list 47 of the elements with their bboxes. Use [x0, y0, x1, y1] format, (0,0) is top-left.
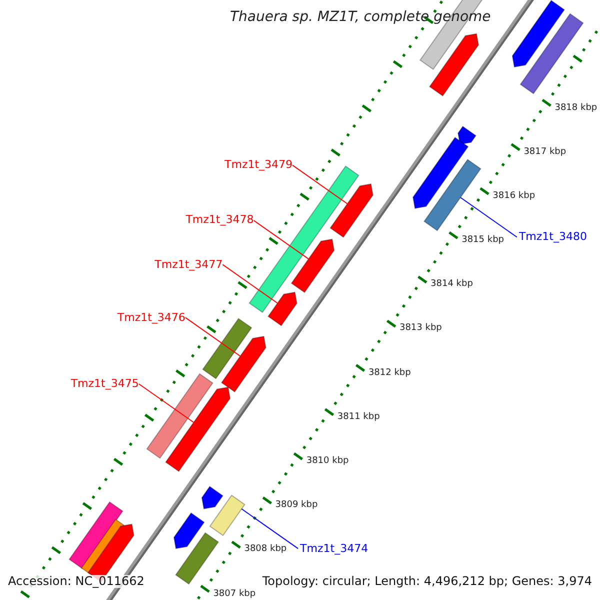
accession-text: Accession: NC_011662 [8, 575, 144, 588]
scale-label: 3811 kbp [337, 412, 380, 423]
genome-info: Topology: circular; Length: 4,496,212 bp; Genes: 3,974 [262, 575, 592, 588]
scale-label: 3812 kbp [368, 368, 411, 379]
gene-bar [165, 386, 231, 472]
scale-label: 3807 kbp [213, 590, 256, 600]
gene-bar [201, 486, 224, 510]
gene-label: Tmz1t_3478 [186, 214, 254, 226]
scale-label: 3810 kbp [306, 457, 349, 467]
leader-line [253, 220, 310, 260]
leader-line [222, 264, 278, 304]
gene-bar [412, 136, 469, 209]
scale-label: 3813 kbp [399, 324, 442, 334]
scale-label: 3815 kbp [462, 236, 504, 246]
gene-label: Tmz1t_3474 [300, 542, 368, 555]
gene-bar [202, 318, 252, 380]
scale-label: 3816 kbp [492, 192, 536, 202]
gene-label: Tmz1t_3480 [518, 231, 587, 244]
gene-bar [512, 0, 566, 68]
gene-label: Tmz1t_3476 [117, 312, 186, 324]
scale-label: 3817 kbp [524, 148, 566, 158]
gene-bar [423, 158, 482, 232]
leader-line [460, 196, 518, 238]
scale-label: 3809 kbp [275, 501, 318, 512]
scale-label: 3818 kbp [554, 104, 598, 114]
gene-bar [209, 494, 246, 536]
map-title: Thauera sp. MZ1T, complete genome [230, 10, 491, 26]
leader-line [184, 317, 241, 357]
gene-bar [175, 532, 220, 585]
gene-bar [330, 183, 374, 238]
gene-label: Tmz1t_3475 [70, 378, 139, 390]
gene-bar [220, 336, 266, 393]
gene-bar [428, 33, 479, 97]
scale-label: 3808 kbp [244, 545, 287, 556]
gene-bar [146, 373, 214, 459]
leader-line [241, 508, 299, 550]
gene-bar [520, 13, 584, 94]
gene-bar [68, 501, 124, 570]
leader-line [138, 383, 194, 423]
gene-label: Tmz1t_3477 [154, 258, 223, 271]
gene-bar [290, 238, 335, 294]
gene-bar [458, 126, 477, 145]
scale-label: 3814 kbp [430, 280, 473, 290]
gene-bar [267, 292, 298, 326]
gene-bar [173, 512, 205, 550]
gene-label: Tmz1t_3479 [224, 159, 293, 172]
leader-line [292, 164, 348, 204]
